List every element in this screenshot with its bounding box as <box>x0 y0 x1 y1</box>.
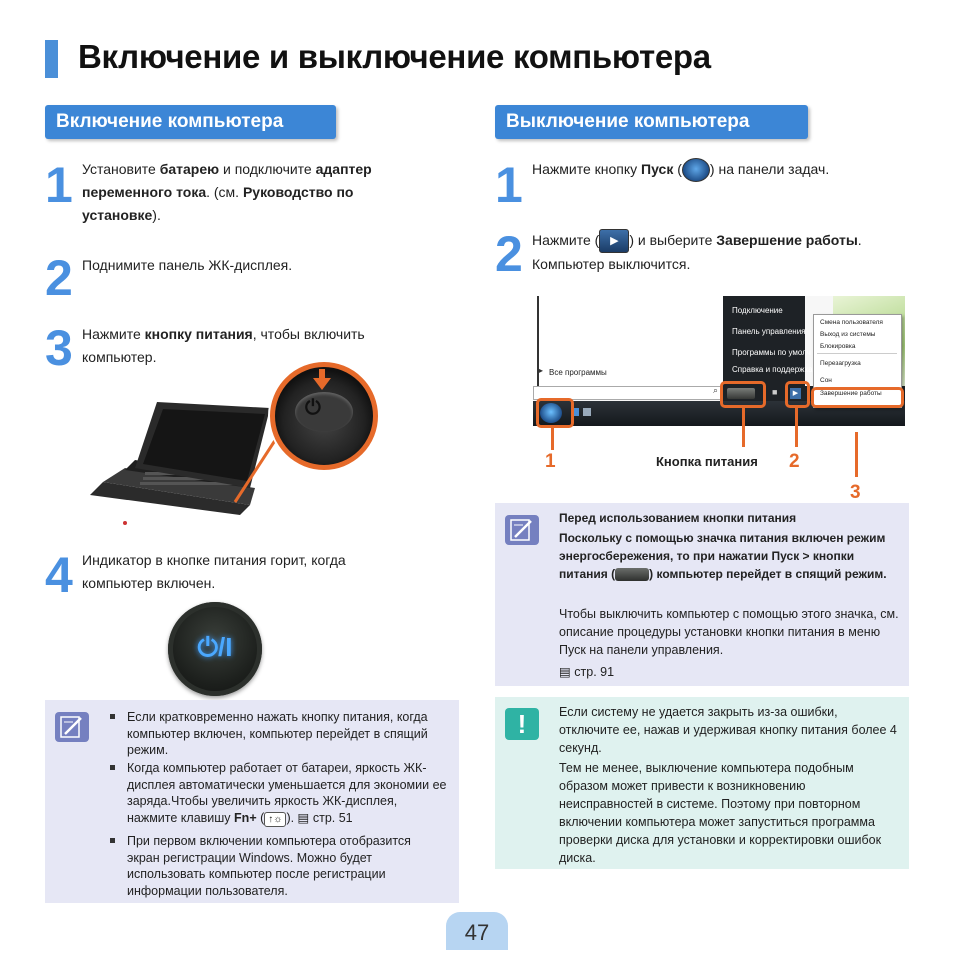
submenu-restart[interactable]: Перезагрузка <box>820 360 861 367</box>
step-number: 3 <box>45 320 73 376</box>
highlight-power <box>720 381 766 408</box>
step-number: 1 <box>45 157 73 213</box>
page-number: 47 <box>446 912 508 950</box>
callout-1: 1 <box>545 451 556 472</box>
menu-control-panel[interactable]: Панель управления <box>732 327 806 336</box>
title-accent-bar <box>45 40 58 78</box>
page-ref-icon: ▤ <box>297 810 310 825</box>
note-text: Чтобы выключить компьютер с помощью этог… <box>559 607 899 657</box>
arrow-menu-icon[interactable]: ▶ <box>790 388 801 399</box>
quicklaunch-icon[interactable] <box>571 408 579 416</box>
step-2-text: Поднимите панель ЖК-дисплея. <box>82 257 293 273</box>
note-item: При первом включении компьютера отобрази… <box>127 834 411 898</box>
step-r2-text: Нажмите (▶) и выберите Завершение работы… <box>532 229 912 276</box>
windows-start-icon[interactable] <box>540 403 562 423</box>
callout-line <box>551 425 554 450</box>
step-number: 1 <box>495 157 523 213</box>
note-box-right: Перед использованием кнопки питания Поск… <box>495 503 909 686</box>
note-page-ref: ▤ стр. 91 <box>559 665 615 679</box>
lock-icon: ■ <box>772 387 778 397</box>
note-item: Когда компьютер работает от батареи, ярк… <box>127 761 447 825</box>
all-programs-item[interactable]: Все программы <box>549 368 607 377</box>
section-heading-power-on: Включение компьютера <box>45 105 336 139</box>
power-icon: ⏻ <box>305 397 321 419</box>
note-box-left: Если кратковременно нажать кнопку питани… <box>45 700 459 903</box>
step-r1-text: Нажмите кнопку Пуск () на панели задач. <box>532 158 912 183</box>
submenu-lock[interactable]: Блокировка <box>820 343 856 350</box>
arrow-right-icon: ▸ <box>539 366 544 375</box>
step-number: 2 <box>495 226 523 282</box>
submenu-log-off[interactable]: Выход из системы <box>820 331 876 338</box>
power-button-label: Кнопка питания <box>656 454 758 469</box>
callout-line <box>742 405 745 447</box>
pencil-note-icon <box>505 515 539 545</box>
step-3-text: Нажмите кнопку питания, чтобы включить к… <box>82 326 365 365</box>
start-menu-screenshot: Все программы ▸ ⌕ Подключение Панель упр… <box>533 296 905 426</box>
windows-start-icon <box>681 158 710 183</box>
press-arrow-icon <box>313 369 331 391</box>
brightness-key-icon: ↑☼ <box>264 811 287 827</box>
callout-2: 2 <box>789 451 800 472</box>
search-icon: ⌕ <box>713 385 719 395</box>
note-title: Перед использованием кнопки питания <box>559 511 797 525</box>
menu-help[interactable]: Справка и поддержка <box>732 365 813 374</box>
power-button[interactable] <box>727 388 755 399</box>
power-icon: ⏻/I <box>197 632 233 662</box>
callout-line <box>855 432 858 477</box>
step-number: 4 <box>45 547 73 603</box>
laptop-illustration <box>85 360 385 530</box>
arrow-menu-icon: ▶ <box>599 229 630 254</box>
submenu-switch-user[interactable]: Смена пользователя <box>820 319 883 326</box>
shutdown-submenu: Смена пользователя Выход из системы Блок… <box>813 314 902 408</box>
warning-text-2: Тем не менее, выключение компьютера подо… <box>559 761 882 865</box>
note-bold-text: Поскольку с помощью значка питания включ… <box>559 531 887 582</box>
warning-box: ! Если систему не удается закрыть из-за … <box>495 697 909 869</box>
menu-connect[interactable]: Подключение <box>732 306 783 315</box>
power-button-lit: ⏻/I <box>168 602 262 696</box>
step-1-text: Установите батарею и подключите адаптер … <box>82 161 372 223</box>
menu-default-programs[interactable]: Программы по умолч <box>732 348 811 357</box>
page-ref-icon: ▤ <box>559 665 571 679</box>
callout-line <box>795 405 798 447</box>
highlight-shutdown <box>811 387 904 408</box>
callout-3: 3 <box>850 482 861 503</box>
exclamation-icon: ! <box>505 708 539 740</box>
power-button-zoom: ⏻ <box>270 362 378 470</box>
warning-text-1: Если систему не удается закрыть из-за ош… <box>559 705 897 755</box>
highlight-arrow <box>785 381 810 408</box>
submenu-shutdown[interactable]: Завершение работы <box>820 390 882 397</box>
highlight-start <box>536 398 574 428</box>
pencil-note-icon <box>55 712 89 742</box>
quicklaunch-icon[interactable] <box>583 408 591 416</box>
step-number: 2 <box>45 250 73 306</box>
power-button-icon <box>615 568 650 582</box>
page-title: Включение и выключение компьютера <box>78 38 711 75</box>
section-heading-power-off: Выключение компьютера <box>495 105 808 139</box>
note-item: Если кратковременно нажать кнопку питани… <box>127 710 428 757</box>
submenu-sleep[interactable]: Сон <box>820 377 832 384</box>
